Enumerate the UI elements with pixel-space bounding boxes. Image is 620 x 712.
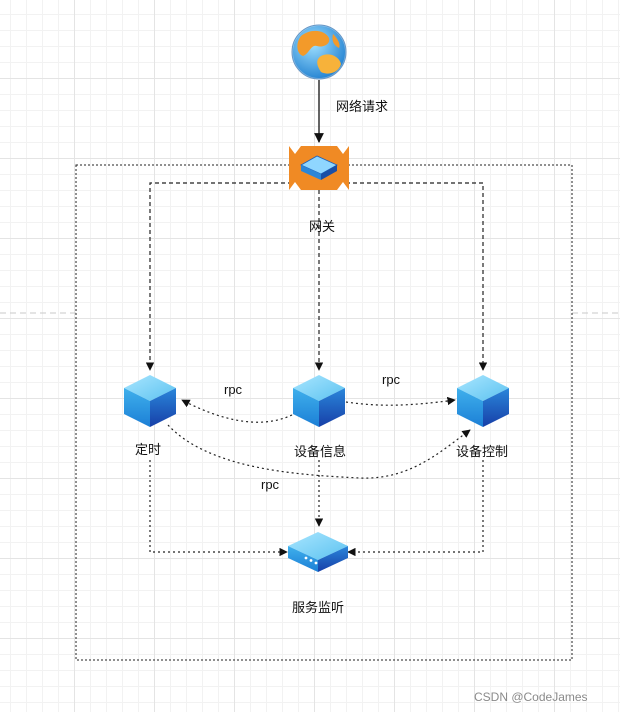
device-info-label: 设备信息 — [293, 444, 347, 459]
watermark: CSDN @CodeJames — [474, 690, 588, 704]
timer-label: 定时 — [134, 442, 162, 457]
cube-icon-device-info — [293, 375, 345, 427]
edge-timer-monitor — [149, 460, 288, 557]
edge-rpc-info-control — [345, 396, 456, 406]
cube-icon-timer — [124, 375, 176, 427]
edge-control-monitor — [347, 460, 484, 557]
service-monitor-label: 服务监听 — [291, 600, 345, 615]
edge-rpc-info-timer — [181, 399, 293, 423]
edge-rpc-timer-control — [167, 424, 471, 479]
device-control-label: 设备控制 — [455, 444, 509, 459]
edge-gateway-device-control — [346, 182, 488, 371]
edge-gateway-timer — [145, 182, 292, 371]
edge-label-rpc-control: rpc — [382, 372, 401, 387]
cube-icon-device-control — [457, 375, 509, 427]
edge-label-rpc-timer: rpc — [224, 382, 243, 397]
router-icon — [289, 146, 349, 190]
server-icon — [288, 532, 348, 572]
globe-icon — [291, 24, 347, 80]
edge-label-request: 网络请求 — [336, 99, 389, 114]
gateway-label: 网关 — [308, 219, 336, 234]
edge-label-rpc-timer-control: rpc — [261, 477, 280, 492]
edges — [145, 80, 488, 557]
